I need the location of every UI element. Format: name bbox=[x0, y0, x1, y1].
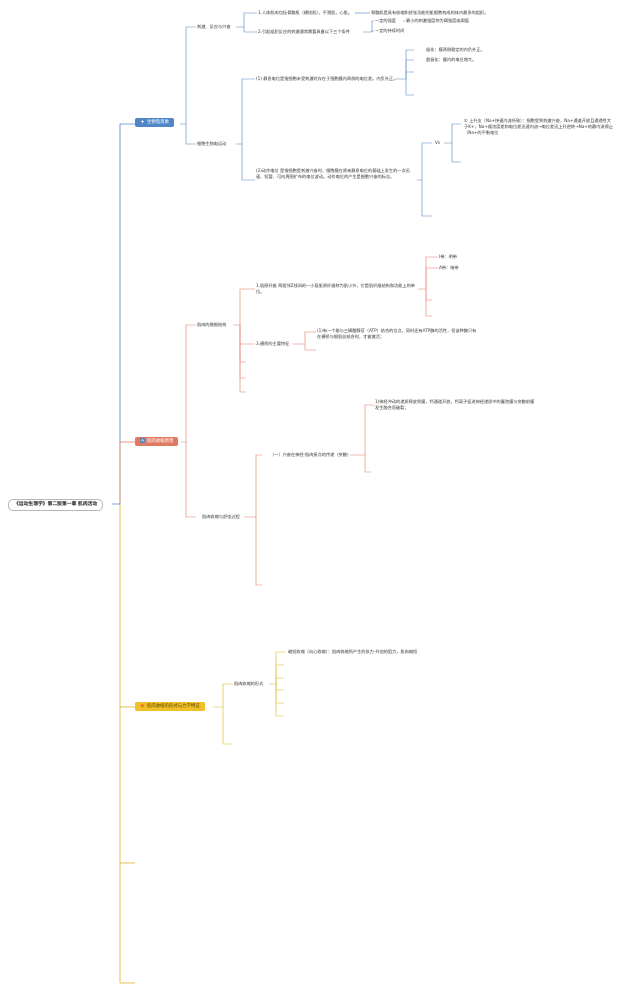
leaf[interactable]: （一）兴奋在神经-肌肉接点的传递（突触） bbox=[270, 452, 352, 457]
leaf[interactable]: 缩短收缩（向心收缩）：肌肉收缩所产生的张力-外加的阻力，肌肉缩短 bbox=[288, 649, 418, 654]
muscle-icon bbox=[140, 438, 145, 443]
leaf[interactable]: (1)有一个能与三磷酸腺苷（ATP）结合的位点，同时还有ATP酶的活性，但该种酶… bbox=[317, 328, 477, 339]
leaf[interactable]: 超极化：膜内的电位增大。 bbox=[426, 57, 477, 62]
root-node[interactable]: 《运动生理学》第二版第一章 肌肉活动 bbox=[8, 499, 104, 511]
leaf[interactable]: 1.人体肌肉包括骨骼肌（横纹肌），平滑肌，心肌。 bbox=[258, 10, 353, 15]
leaf[interactable]: ① 上升支（Na+快速内流所致）：细胞受到刺激兴奋，Na+通道开放且通透性大于K… bbox=[464, 118, 613, 135]
sub-contraction-forms[interactable]: 肌肉收缩的形式 bbox=[234, 681, 264, 686]
leaf[interactable]: I带：明带 bbox=[439, 254, 457, 259]
leaf[interactable]: 极化：膜两侧稳定的内负外正。 bbox=[426, 47, 485, 52]
sub-micro-structure[interactable]: 肌肉的微细结构 bbox=[197, 322, 227, 327]
leaf[interactable]: (1) 静息电位是指细胞未受刺激时存在于细胞膜内两侧的电位差。内负外正。 bbox=[256, 76, 398, 81]
leaf[interactable]: 一定的持续时间 bbox=[375, 28, 405, 33]
sub-stimulus[interactable]: 刺激、反应与兴奋 bbox=[197, 24, 231, 29]
branch-contraction-forms[interactable]: 肌肉收缩的形式与力学特征 bbox=[135, 702, 205, 711]
leaf[interactable]: 1)神经冲动的递质释放到膜，钙通道开放，钙离子促进神经递质中的囊泡膜与突触前膜发… bbox=[375, 399, 535, 410]
leaf[interactable]: Vs bbox=[435, 140, 441, 145]
leaf[interactable]: 骨骼肌是具有收缩和舒张功能的肌细胞构成的体内最多的组织。 bbox=[371, 10, 489, 15]
leaf[interactable]: 1.肌原纤维 两相邻Z线间的一小段肌原纤维称为肌小节，它是肌纤维结构和功能上的单… bbox=[256, 283, 415, 294]
branch-muscle-contraction[interactable]: 肌肉收缩原理 bbox=[135, 437, 179, 446]
branch-label: 生物电现象 bbox=[147, 120, 169, 125]
leaf[interactable]: 一定的强度 bbox=[375, 18, 396, 23]
branch-bioelectric[interactable]: 生物电现象 bbox=[135, 118, 174, 127]
star-icon bbox=[140, 703, 145, 708]
branch-label: 肌肉收缩原理 bbox=[147, 439, 174, 444]
lightning-icon bbox=[140, 119, 145, 124]
leaf[interactable]: 3.横桥的主要特征 bbox=[256, 341, 290, 346]
leaf[interactable]: A带：暗带 bbox=[439, 265, 459, 270]
sub-contraction-process[interactable]: 肌肉收缩与舒张过程 bbox=[202, 514, 240, 519]
leaf[interactable]: (2)动作电位 是指细胞受刺激兴奋时，细胞膜在原来静息电位的基础上发生的一次迅速… bbox=[256, 168, 410, 179]
branch-label: 肌肉收缩的形式与力学特征 bbox=[147, 704, 200, 709]
leaf[interactable]: 2.引起组织反应的刺激通常需要具备以下三个条件 bbox=[258, 29, 350, 34]
leaf[interactable]: 最小的刺激强度称为阈强度或阈值 bbox=[406, 18, 469, 23]
sub-cell-bioelectric[interactable]: 细胞生物电运动 bbox=[197, 141, 227, 146]
